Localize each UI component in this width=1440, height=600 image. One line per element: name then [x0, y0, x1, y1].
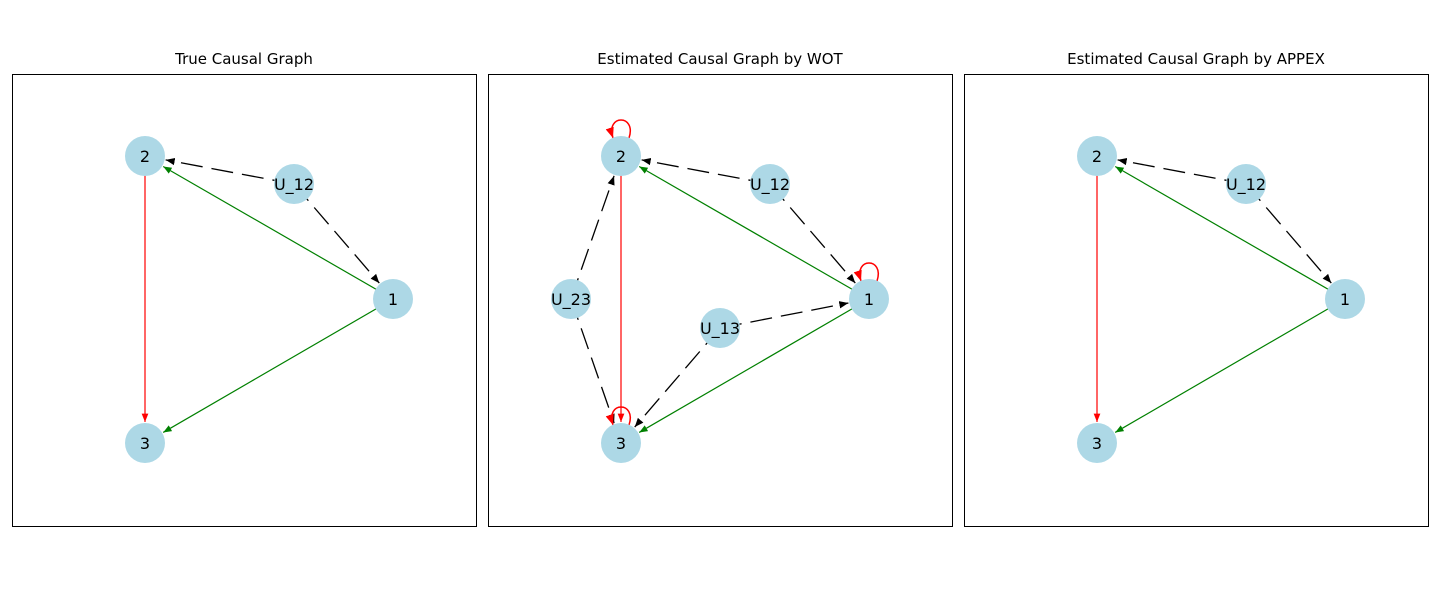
node-U_23: [551, 279, 591, 319]
node-label-3: 3: [616, 434, 626, 453]
edge-U_12-to-1: [769, 183, 856, 284]
panel-frame: [964, 74, 1429, 527]
node-label-3: 3: [140, 434, 150, 453]
node-3: [125, 423, 165, 463]
edge-1-to-2: [1114, 165, 1346, 300]
node-3: [1077, 423, 1117, 463]
edge-U_12-to-1: [1245, 183, 1332, 284]
edge-1-to-3: [162, 298, 394, 433]
panel-title-wot: Estimated Causal Graph by WOT: [597, 50, 843, 68]
node-label-1: 1: [864, 290, 874, 309]
edge-U_23-to-2: [570, 175, 615, 300]
edge-U_23-to-3: [570, 298, 615, 424]
node-2: [1077, 136, 1117, 176]
edge-U_13-to-1: [719, 301, 849, 329]
panel-title-appex: Estimated Causal Graph by APPEX: [1067, 50, 1325, 68]
node-1: [1325, 279, 1365, 319]
edge-U_13-to-3: [634, 327, 721, 428]
edge-1-to-3: [638, 298, 870, 433]
node-label-1: 1: [1340, 290, 1350, 309]
edge-1-to-2: [638, 165, 870, 300]
node-label-1: 1: [388, 290, 398, 309]
node-2: [125, 136, 165, 176]
panel-0: 1 2 3 U_12: [12, 74, 477, 527]
node-label-U_12: U_12: [274, 175, 314, 195]
edge-U_12-to-2: [641, 157, 771, 185]
edge-U_12-to-2: [1117, 157, 1247, 185]
node-label-U_12: U_12: [1226, 175, 1266, 195]
node-label-3: 3: [1092, 434, 1102, 453]
edge-U_12-to-1: [293, 183, 380, 284]
panel-frame: [488, 74, 953, 527]
panel-1: 1 2 3 U_12U_23U_13: [488, 74, 953, 527]
self-loop-edge-2: [605, 119, 632, 139]
node-2: [601, 136, 641, 176]
node-1: [849, 279, 889, 319]
node-U_12: [1226, 164, 1266, 204]
self-loop-edge-1: [853, 262, 880, 282]
node-U_13: [700, 308, 740, 348]
self-loop-edge-3: [605, 406, 632, 426]
node-label-U_23: U_23: [551, 290, 591, 310]
edge-U_12-to-2: [165, 157, 295, 185]
node-3: [601, 423, 641, 463]
panel-frame: [12, 74, 477, 527]
panel-2: 1 2 3 U_12: [964, 74, 1429, 527]
node-label-2: 2: [1092, 147, 1102, 166]
node-U_12: [750, 164, 790, 204]
node-label-2: 2: [616, 147, 626, 166]
node-1: [373, 279, 413, 319]
node-label-2: 2: [140, 147, 150, 166]
panel-title-true: True Causal Graph: [175, 50, 313, 68]
node-label-U_12: U_12: [750, 175, 790, 195]
node-U_12: [274, 164, 314, 204]
node-label-U_13: U_13: [700, 319, 740, 339]
edge-1-to-3: [1114, 298, 1346, 433]
edge-1-to-2: [162, 165, 394, 300]
